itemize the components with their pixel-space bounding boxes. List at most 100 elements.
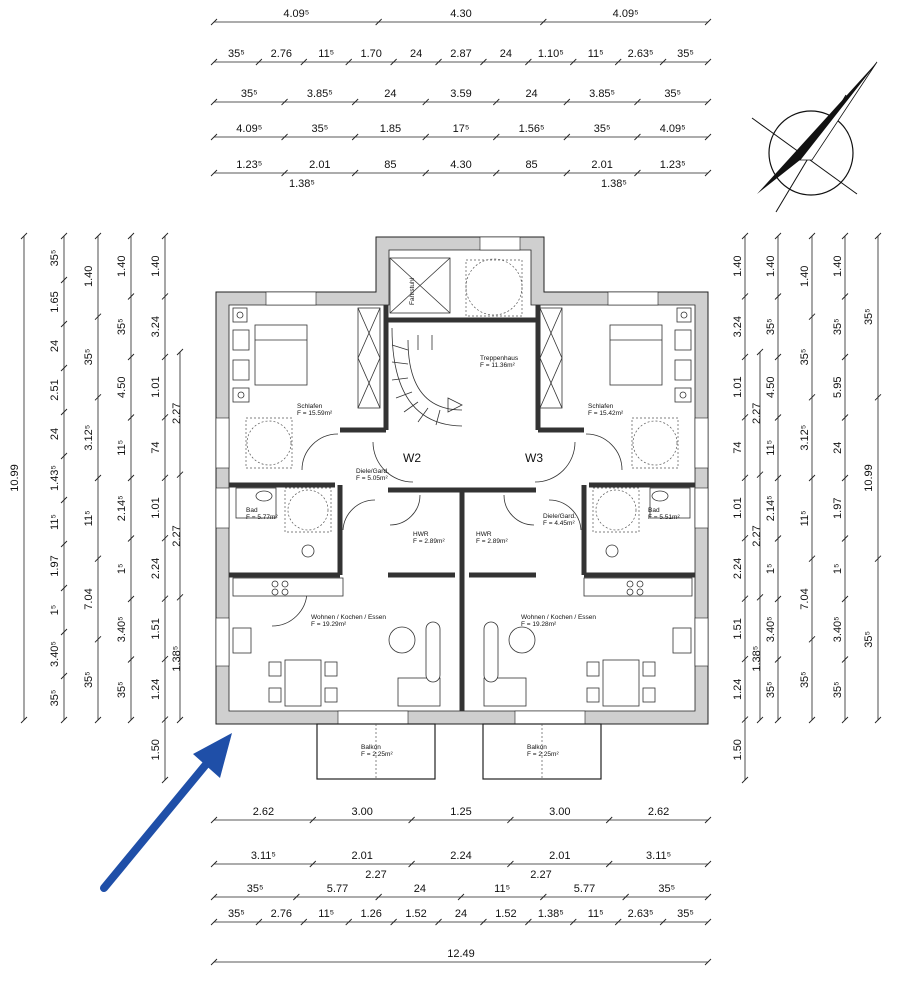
dim-left-4-label: 1.40 — [116, 256, 128, 277]
dim-left-5-tick — [161, 655, 169, 663]
dim-left-5-label: 1.51 — [150, 618, 162, 639]
dim-top-3-label: 3.85⁵ — [589, 88, 615, 100]
dim-top-2-label: 2.76 — [271, 48, 292, 60]
dim-left-4-tick — [127, 656, 135, 663]
dim-left-4-label: 35⁵ — [116, 681, 128, 698]
dim-left-1-tick — [20, 232, 28, 240]
room-label-wohnen-left: Wohnen / Kochen / Essen — [311, 614, 386, 621]
dim-right-4-tick — [808, 555, 816, 562]
dim-bot-4-label: 24 — [414, 883, 426, 895]
dim-right-5-label: 3.40⁵ — [832, 616, 844, 642]
dim-top-2-label: 2.87 — [450, 48, 471, 60]
dim-top-3-tick — [422, 98, 430, 106]
dim-left-6-label: 1.38⁵ — [171, 646, 183, 672]
dim-bot-5-label: 2.76 — [271, 908, 292, 920]
dim-bot-3-label: 2.27 — [365, 869, 386, 881]
dim-right-4-tick — [808, 636, 816, 643]
dim-bot-1-tick — [605, 816, 613, 824]
dim-right-1-label: 1.50 — [732, 739, 744, 760]
dim-left-2-tick — [60, 320, 68, 328]
dim-right-4-tick — [808, 232, 816, 240]
dim-bot-6-tick — [210, 958, 218, 966]
dim-left-4-tick — [127, 293, 135, 300]
dim-left-2-label: 1.97 — [49, 555, 61, 576]
dim-left-2-tick — [60, 716, 68, 724]
dim-top-1-label: 4.09⁵ — [283, 8, 309, 20]
dim-left-2-tick — [60, 540, 68, 548]
dim-bot-5-tick — [435, 918, 442, 926]
dim-bot-2-label: 3.11⁵ — [646, 850, 671, 862]
dim-top-5-label: 85 — [384, 159, 396, 171]
dim-bot-5-tick — [704, 918, 712, 926]
dim-left-4-label: 4.50 — [116, 377, 128, 398]
dim-top-4-tick — [563, 133, 571, 141]
dim-left-5-tick — [161, 232, 169, 240]
room-label-balkon-right: Balkon — [527, 744, 547, 751]
dim-top-3-tick — [351, 98, 359, 106]
dim-top-3-tick — [634, 98, 641, 106]
dim-bot-4-tick — [540, 893, 547, 901]
dim-top-2-label: 35⁵ — [228, 48, 245, 60]
dim-bot-5-label: 2.63⁵ — [628, 908, 654, 920]
dim-bot-2-label: 2.24 — [450, 850, 471, 862]
dim-left-3-tick — [94, 232, 102, 240]
dim-bot-5-tick — [255, 918, 263, 926]
furniture-right — [483, 307, 693, 707]
dim-right-1-tick — [741, 232, 749, 240]
dim-right-4-tick — [808, 474, 816, 482]
dim-left-2-label: 3.40⁵ — [49, 641, 61, 667]
dim-right-6-tick — [874, 394, 882, 401]
dim-top-3-tick — [704, 98, 712, 106]
dim-bot-6-tick — [704, 958, 712, 966]
room-area-balkon-right: F = 2.25m² — [527, 751, 559, 758]
room-area-hwr-left: F = 2.89m² — [413, 538, 445, 545]
dim-top-2-tick — [480, 58, 487, 66]
dim-top-4-label: 1.85 — [380, 123, 401, 135]
dim-left-4-label: 11⁵ — [116, 440, 128, 456]
dim-right-5-tick — [841, 353, 849, 361]
room-label-treppenhaus: Treppenhaus — [480, 355, 519, 362]
dim-right-3-tick — [774, 353, 782, 361]
dim-right-4-tick — [808, 313, 816, 320]
dim-bot-1-label: 2.62 — [253, 806, 274, 818]
dim-right-4-tick — [808, 716, 816, 724]
dim-top-2-label: 24 — [500, 48, 512, 60]
dim-top-3-label: 35⁵ — [241, 88, 258, 100]
dim-top-2-tick — [659, 58, 667, 66]
dim-bot-1-tick — [210, 816, 218, 824]
room-area-treppenhaus: F = 11.36m² — [480, 362, 516, 369]
dim-bot-4-tick — [210, 893, 218, 901]
dim-top-1-tick — [375, 18, 382, 26]
dim-top-1-tick — [210, 18, 218, 26]
dim-left-4-tick — [127, 232, 135, 240]
dim-top-4-tick — [281, 133, 288, 141]
dim-bot-4-label: 35⁵ — [658, 883, 675, 895]
dim-bot-4-tick — [293, 893, 300, 901]
dim-right-4-label: 35⁵ — [799, 349, 811, 366]
dim-bot-1-tick — [507, 816, 514, 824]
dim-bot-5-label: 35⁵ — [677, 908, 694, 920]
dim-right-3-label: 4.50 — [765, 377, 777, 398]
dim-right-1-label: 3.24 — [732, 316, 744, 337]
dim-top-2-label: 11⁵ — [318, 48, 334, 60]
dim-top-4-label: 4.09⁵ — [660, 123, 686, 135]
room-area-wohnen-left: F = 19.29m² — [311, 621, 347, 628]
dim-right-4-label: 11⁵ — [799, 510, 811, 526]
dim-left-5-label: 1.24 — [150, 679, 162, 700]
dim-top-5-tick — [281, 169, 288, 177]
dim-top-4-label: 4.09⁵ — [236, 123, 262, 135]
dim-right-5-label: 5.95 — [832, 377, 844, 398]
dim-right-3-tick — [774, 716, 782, 724]
dim-left-5-tick — [161, 595, 169, 602]
room-label-wohnen-right: Wohnen / Kochen / Essen — [521, 614, 596, 621]
dim-top-2-label: 1.70 — [360, 48, 381, 60]
dim-top-3-tick — [210, 98, 218, 106]
dim-top-5-label: 1.23⁵ — [236, 159, 262, 171]
dim-top-2-tick — [345, 58, 353, 66]
dim-top-1-label: 4.30 — [450, 8, 471, 20]
dim-left-2-label: 2.51 — [49, 379, 61, 400]
room-label-hwr-left: HWR — [413, 531, 429, 538]
dim-right-3-label: 2.14⁵ — [765, 495, 777, 521]
dim-left-6-tick — [176, 348, 184, 356]
dim-top-5-tick — [704, 169, 712, 177]
